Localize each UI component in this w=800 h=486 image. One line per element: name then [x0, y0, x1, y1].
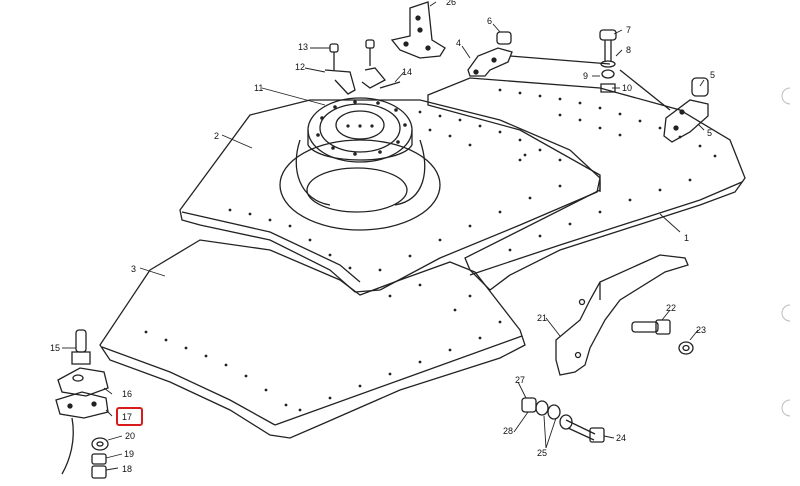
callout-15: 15	[50, 343, 60, 353]
callout-6: 6	[487, 16, 492, 26]
washer-part-23	[678, 341, 694, 355]
callout-13: 13	[298, 42, 308, 52]
panel-part-1	[427, 77, 746, 291]
callout-labels: 1 2 3 4 5 5 6 7 8 9 10 11 12 13 14 15 16…	[50, 0, 715, 474]
callout-7: 7	[626, 25, 631, 35]
callout-14: 14	[402, 67, 412, 77]
callout-20: 20	[125, 431, 135, 441]
panel-part-3	[99, 239, 526, 439]
binding-marks	[781, 87, 791, 417]
bolt-part-22	[631, 319, 671, 335]
callout-12: 12	[295, 62, 305, 72]
callout-28: 28	[503, 426, 513, 436]
callout-21: 21	[537, 313, 547, 323]
callout-5-lower: 5	[707, 128, 712, 138]
callout-2: 2	[214, 131, 219, 141]
fasteners-parts-12-14	[324, 39, 401, 95]
callout-18: 18	[122, 464, 132, 474]
filler-assembly-part-11	[279, 97, 441, 231]
panel-3-rivet-holes	[144, 283, 502, 412]
panel-2-rivet-holes	[228, 110, 562, 272]
highlight-box-17	[116, 407, 143, 426]
callout-25: 25	[537, 448, 547, 458]
callout-3: 3	[131, 264, 136, 274]
bracket-part-26	[390, 1, 446, 59]
callout-11: 11	[254, 83, 263, 93]
callout-24: 24	[616, 433, 626, 443]
filler-bolt-holes	[316, 100, 407, 156]
leader-lines	[62, 1, 705, 471]
bolt-stack-parts-24-28	[521, 397, 605, 443]
callout-17: 17	[122, 412, 132, 422]
callout-10: 10	[622, 83, 632, 93]
hinge-part-5	[663, 77, 709, 143]
callout-8: 8	[626, 45, 631, 55]
callout-4: 4	[456, 38, 461, 48]
callout-5-upper: 5	[710, 70, 715, 80]
callout-23: 23	[696, 325, 706, 335]
callout-19: 19	[124, 449, 134, 459]
support-bracket-part-21	[555, 254, 689, 376]
callout-22: 22	[666, 303, 676, 313]
callout-16: 16	[122, 389, 132, 399]
callout-26: 26	[446, 0, 456, 7]
bolt-stack-parts-7-10	[599, 29, 671, 111]
hinge-bracket-part-4	[467, 31, 611, 77]
panel-part-2	[179, 99, 601, 293]
callout-1: 1	[684, 233, 689, 243]
callout-9: 9	[583, 71, 588, 81]
panel-1-rivet-holes	[498, 88, 717, 252]
callout-27: 27	[515, 375, 525, 385]
